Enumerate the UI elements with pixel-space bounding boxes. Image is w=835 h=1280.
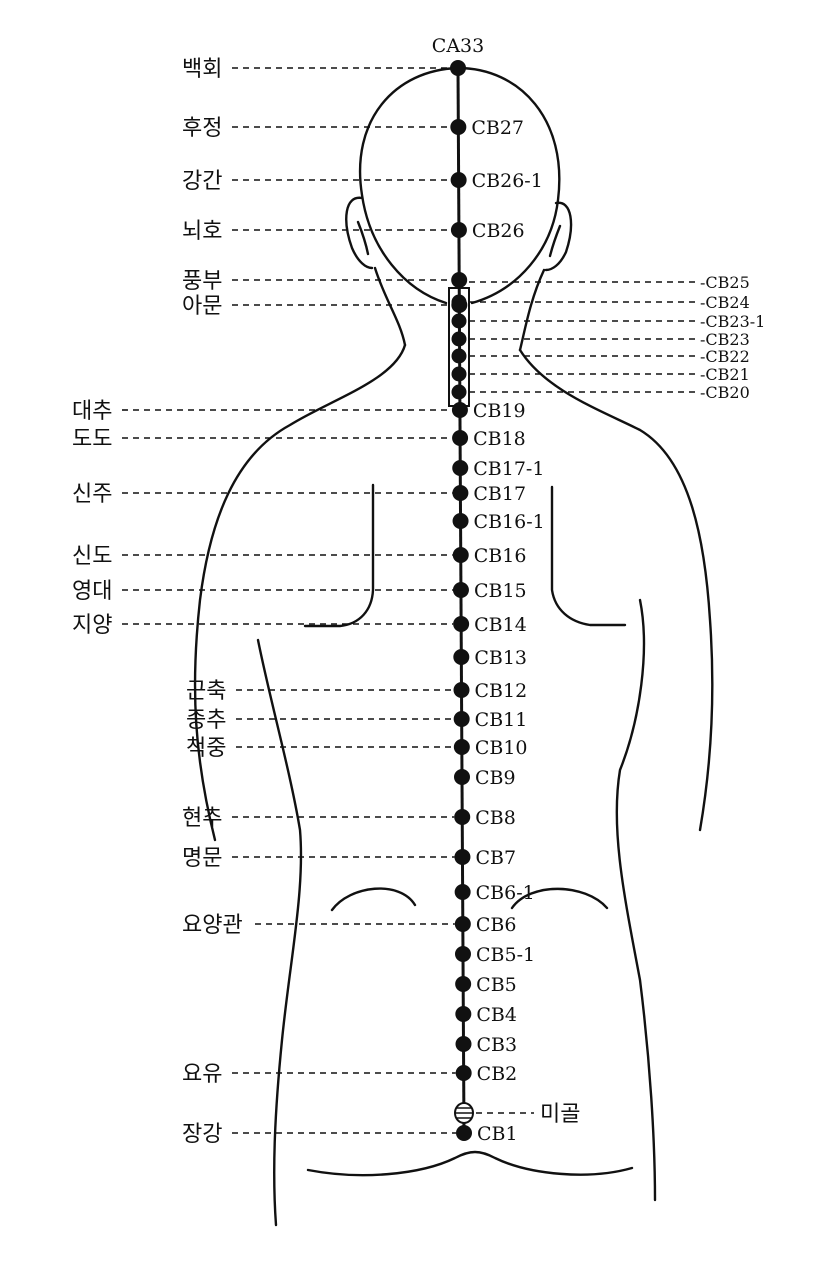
acupoint-dot — [454, 809, 471, 825]
acupoint-dot — [452, 547, 469, 563]
acupoint-dot — [453, 649, 470, 665]
neck-point-code: -CB23 — [700, 330, 750, 349]
coccyx-label: 미골 — [540, 1102, 580, 1127]
top-point-group: CA33 — [432, 35, 484, 57]
acupoint-dot — [453, 739, 470, 755]
acupoint-dot — [452, 582, 469, 598]
acupoint-dot — [450, 60, 466, 76]
acupoint-dot — [450, 222, 467, 238]
acupoint-dot — [455, 976, 472, 992]
point-code: CB9 — [475, 767, 516, 789]
acupoint-dot — [455, 1065, 472, 1081]
acupoint-dot — [452, 513, 469, 529]
point-name-kr: 신도 — [72, 544, 112, 569]
acupoint-dot — [454, 849, 471, 865]
point-code: CB1 — [477, 1123, 518, 1145]
point-name-kr: 신주 — [72, 482, 112, 507]
acupoint-dot — [451, 348, 467, 364]
neck-point-code: -CB21 — [700, 365, 750, 384]
acupoint-dot — [453, 711, 470, 727]
acupoint-dot — [454, 884, 471, 900]
point-code: CB19 — [473, 400, 526, 422]
coccyx-mark — [454, 1102, 474, 1124]
acupoint-dot — [451, 384, 467, 400]
acupoint-dot — [451, 402, 468, 418]
point-code: CB7 — [475, 847, 516, 869]
point-code: CB2 — [477, 1063, 518, 1085]
point-name-kr: 후정 — [182, 116, 222, 141]
point-name-kr: 도도 — [72, 427, 112, 452]
point-name-kr: 대추 — [72, 399, 112, 424]
coccyx-label-group: 미골 — [476, 1102, 580, 1127]
point-code: CB12 — [475, 680, 528, 702]
point-code: CB5-1 — [476, 944, 535, 966]
point-name-kr: 장강 — [182, 1122, 222, 1147]
point-code: CB5 — [476, 974, 517, 996]
point-name-kr: 중추 — [186, 708, 226, 733]
point-name-kr: 백회 — [182, 57, 222, 82]
acupoint-dot — [451, 294, 467, 310]
neck-point-code: -CB24 — [700, 293, 750, 312]
acupoint-dot — [453, 616, 470, 632]
point-code: CB26-1 — [472, 170, 543, 192]
acupoint-dot — [451, 366, 467, 382]
point-code: CB17 — [473, 483, 526, 505]
body-outline — [193, 66, 714, 1227]
point-name-kr: 현추 — [182, 806, 222, 831]
point-code: CB27 — [471, 117, 524, 139]
point-code: CB26 — [472, 220, 525, 242]
acupoint-dot — [452, 430, 469, 446]
acupoint-dot — [453, 682, 470, 698]
point-code: CB16-1 — [474, 511, 545, 533]
point-code: CB14 — [474, 614, 527, 636]
point-code: CB10 — [475, 737, 528, 759]
point-code: CB4 — [476, 1004, 517, 1026]
point-name-kr: 풍부 — [182, 269, 222, 294]
acupoint-dot — [455, 1006, 472, 1022]
acupoint-dot — [452, 485, 469, 501]
point-code: CB16 — [474, 545, 527, 567]
point-name-kr: 뇌호 — [182, 219, 222, 244]
point-code: CB3 — [476, 1034, 517, 1056]
point-name-kr: 강간 — [182, 169, 222, 194]
point-code: CB15 — [474, 580, 527, 602]
neck-point-code: -CB23-1 — [700, 312, 765, 331]
point-code: CB8 — [475, 807, 516, 829]
neck-points-group: -CB25-CB24-CB23-1-CB23-CB22-CB21-CB20 — [451, 273, 765, 402]
point-code: CB6 — [476, 914, 517, 936]
acupoint-dot — [454, 946, 471, 962]
point-name-kr: 명문 — [182, 846, 222, 871]
acupoint-dot — [455, 1036, 472, 1052]
point-code: CB11 — [475, 709, 528, 731]
acupoint-dot — [451, 272, 468, 288]
neck-point-code: -CB22 — [700, 347, 750, 366]
point-code: CB18 — [473, 428, 526, 450]
point-name-kr: 영대 — [72, 579, 112, 604]
acupoint-dot — [451, 331, 467, 347]
point-name-kr: 요유 — [182, 1062, 222, 1087]
acupoint-dot — [450, 119, 467, 135]
point-code: CB13 — [474, 647, 527, 669]
point-code: CB6-1 — [476, 882, 535, 904]
neck-point-code: -CB25 — [700, 273, 750, 292]
point-name-kr: 지양 — [72, 613, 112, 638]
neck-point-code: -CB20 — [700, 383, 750, 402]
acupoint-dot — [453, 769, 470, 785]
point-name-kr: 근축 — [186, 679, 226, 704]
acupoint-dot — [450, 172, 467, 188]
point-code: CB17-1 — [473, 458, 544, 480]
acupoint-dot — [452, 460, 469, 476]
point-name-kr: 아문 — [182, 294, 222, 319]
point-name-kr: 척중 — [186, 736, 226, 761]
point-name-kr: 요양관 — [182, 913, 243, 938]
acupoint-dot — [454, 916, 471, 932]
label-ca33: CA33 — [432, 35, 484, 57]
acupoint-dot — [451, 313, 467, 329]
acupoint-dot — [456, 1125, 472, 1141]
